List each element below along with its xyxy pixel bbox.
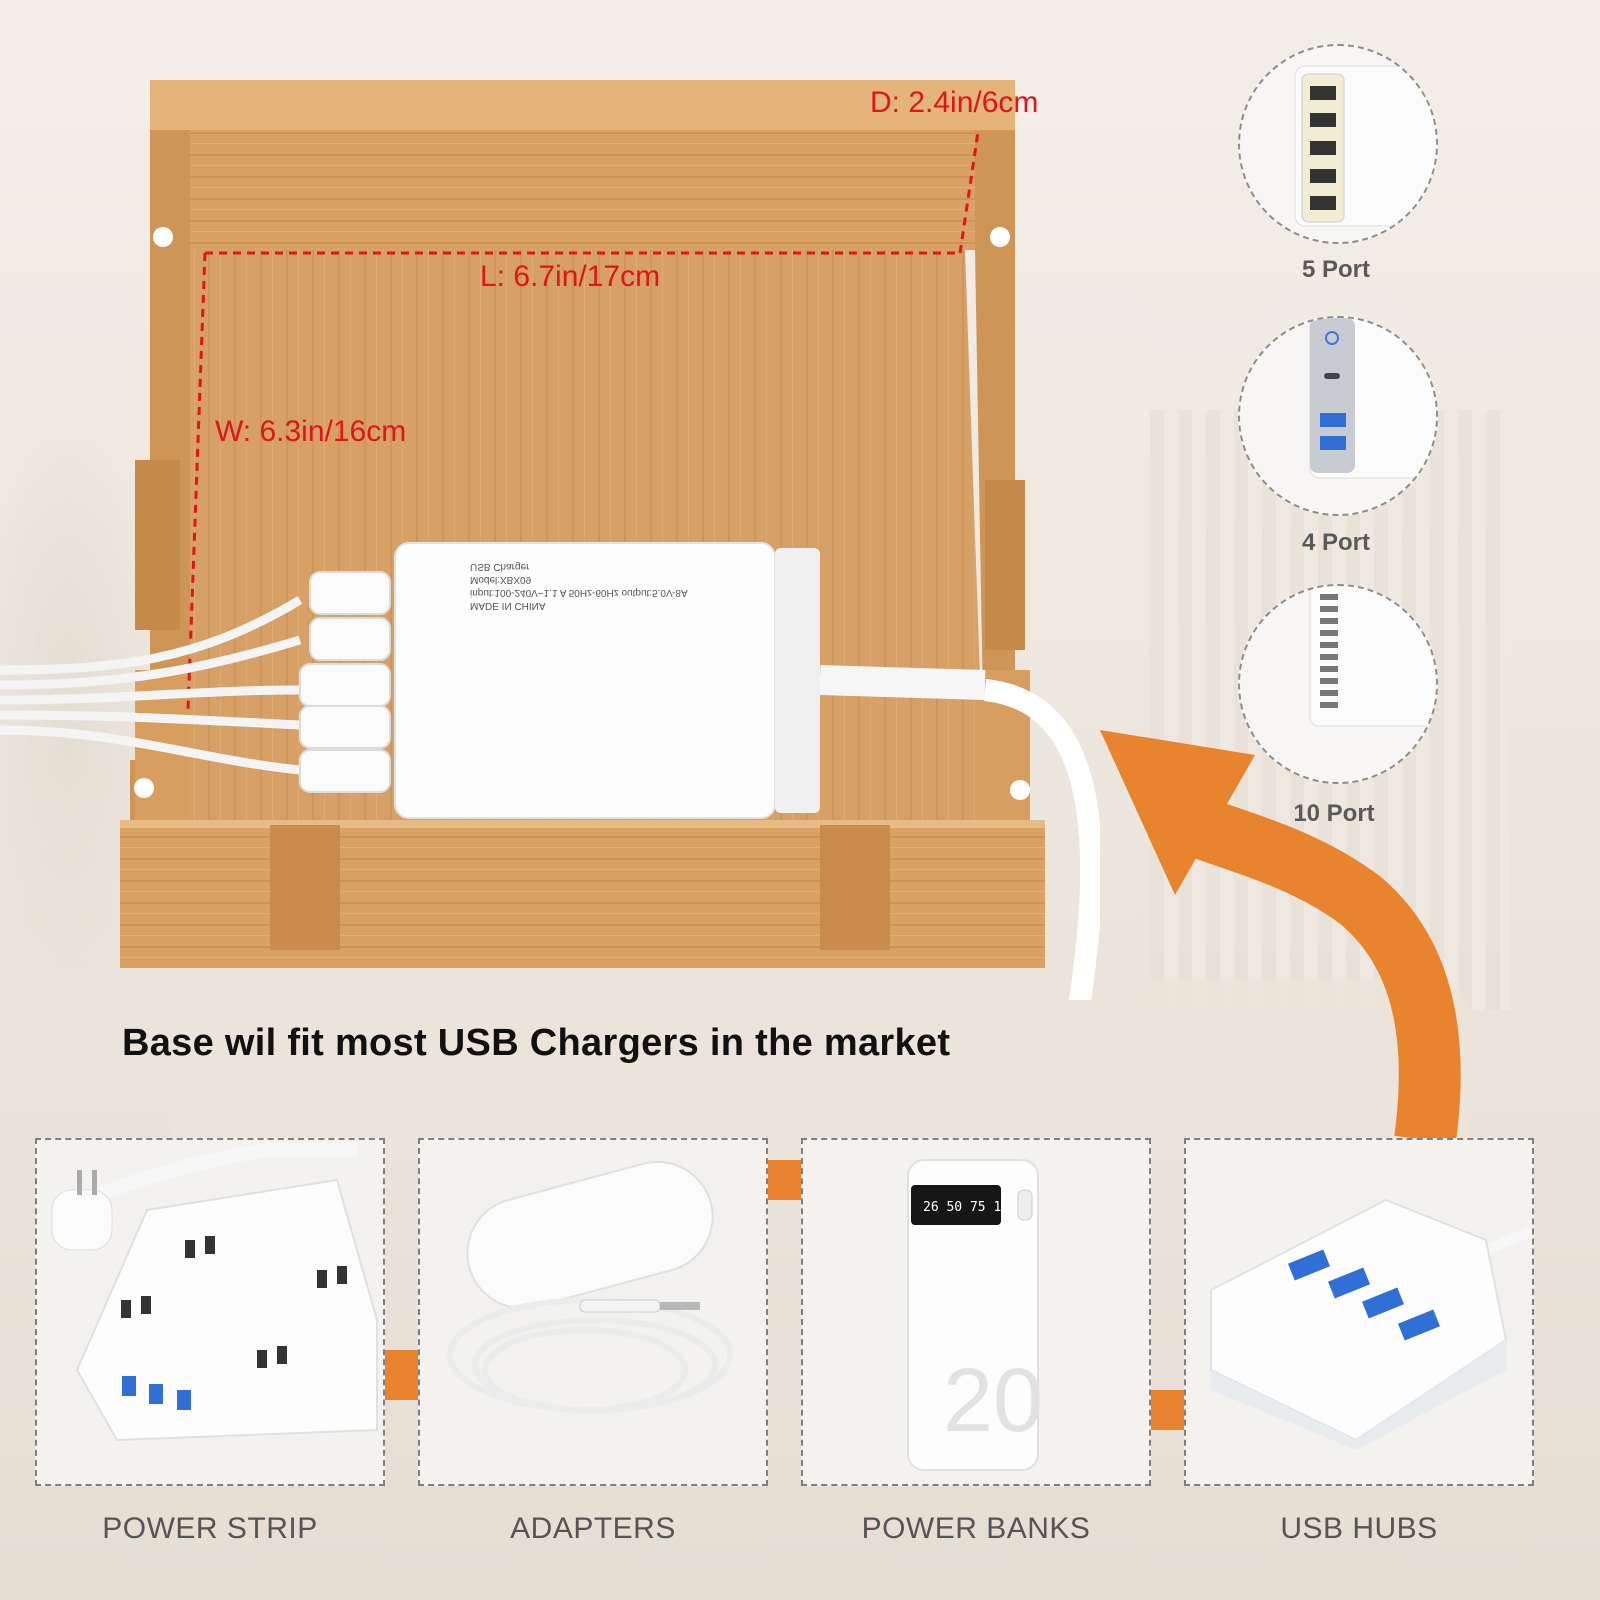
card-power-banks: 26 50 75 100 20 — [801, 1138, 1151, 1486]
back-wall-top — [150, 80, 1015, 130]
background-couch — [170, 980, 1470, 1160]
power-bank-icon — [907, 1159, 1039, 1471]
category-label-power-strip: POWER STRIP — [102, 1512, 318, 1545]
card-adapters — [418, 1138, 768, 1486]
five-port-charger-icon — [1294, 65, 1436, 227]
width-dimension: W: 6.3in/16cm — [215, 415, 407, 448]
charger-title: USB Charger — [470, 561, 530, 572]
charger-model: Model:XBX09 — [470, 574, 532, 585]
ten-port-charger-icon — [1309, 586, 1436, 727]
adapter-icon — [447, 1160, 733, 1413]
orange-arrow-icon — [1100, 730, 1461, 1145]
front-slot-right — [820, 825, 890, 950]
bamboo-charging-box — [0, 80, 1100, 1000]
length-dimension: L: 6.7in/17cm — [480, 260, 661, 293]
port-option-5 — [1238, 44, 1438, 244]
port-label-10: 10 Port — [1293, 800, 1375, 827]
connector-bar — [384, 1350, 420, 1400]
connector-bar — [766, 1160, 802, 1200]
power-bank-display: 26 50 75 100 — [923, 1200, 1017, 1215]
usb-hub-icon — [1210, 1198, 1532, 1450]
category-label-usb-hubs: USB HUBS — [1280, 1512, 1438, 1545]
port-option-10 — [1238, 584, 1438, 784]
charger-label: MADE IN CHINA input:100-240V~1.1 A 50Hz-… — [470, 560, 700, 612]
category-label-power-banks: POWER BANKS — [861, 1512, 1091, 1545]
front-slot-left — [270, 825, 340, 950]
four-port-charger-icon — [1309, 318, 1436, 479]
port-label-5: 5 Port — [1301, 256, 1370, 283]
category-label-adapters: ADAPTERS — [510, 1512, 676, 1545]
depth-dimension: D: 2.4in/6cm — [870, 86, 1039, 119]
headline: Base wil fit most USB Chargers in the ma… — [122, 1022, 951, 1064]
card-usb-hubs — [1184, 1138, 1534, 1486]
card-power-strip — [35, 1138, 385, 1486]
back-wall — [150, 130, 1015, 250]
charger-spec: input:100-240V~1.1 A 50Hz-60Hz output:5.… — [470, 587, 688, 598]
connector-bar — [1150, 1390, 1186, 1430]
front-wall — [120, 820, 1045, 968]
port-option-4 — [1238, 316, 1438, 516]
power-bank-capacity-number: 20 — [943, 1351, 1044, 1451]
power-strip-icon — [51, 1143, 378, 1442]
charger-origin: MADE IN CHINA — [470, 600, 546, 611]
port-label-4: 4 Port — [1301, 529, 1370, 556]
